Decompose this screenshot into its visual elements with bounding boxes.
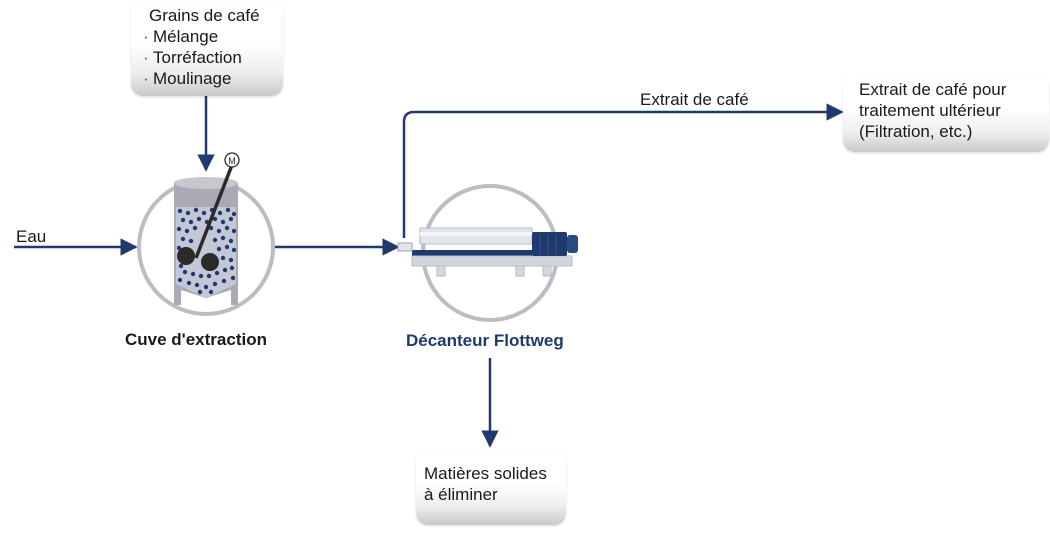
step-item: Torréfaction (143, 47, 275, 68)
decanter-icon (397, 184, 578, 322)
step-item: Mélange (143, 26, 275, 47)
motor-symbol: M (228, 156, 236, 166)
solids-box-line: Matières solides (424, 464, 547, 483)
extract-box-line: Extrait de café pour (859, 80, 1007, 99)
extract-box-line: (Filtration, etc.) (859, 122, 973, 141)
input-box-coffee-beans: Grains de café Mélange Torréfaction Moul… (131, 1, 283, 96)
extract-flow-label: Extrait de café (640, 90, 749, 109)
water-label: Eau (16, 227, 47, 246)
arrow-extract-out (402, 103, 844, 238)
output-box-solids: Matières solides à éliminer (416, 449, 566, 525)
output-box-coffee-extract: Extrait de café pour traitement ultérieu… (843, 75, 1049, 152)
extraction-tank-icon: M (137, 152, 275, 316)
tank-label: Cuve d'extraction (125, 330, 267, 349)
coffee-beans-title: Grains de café (149, 6, 260, 25)
coffee-beans-steps: Mélange Torréfaction Moulinage (143, 26, 275, 89)
solids-box-line: à éliminer (424, 485, 498, 504)
step-item: Moulinage (143, 68, 275, 89)
extract-box-line: traitement ultérieur (859, 101, 1001, 120)
decanter-label: Décanteur Flottweg (406, 331, 564, 350)
motor-icon: M (224, 152, 240, 168)
